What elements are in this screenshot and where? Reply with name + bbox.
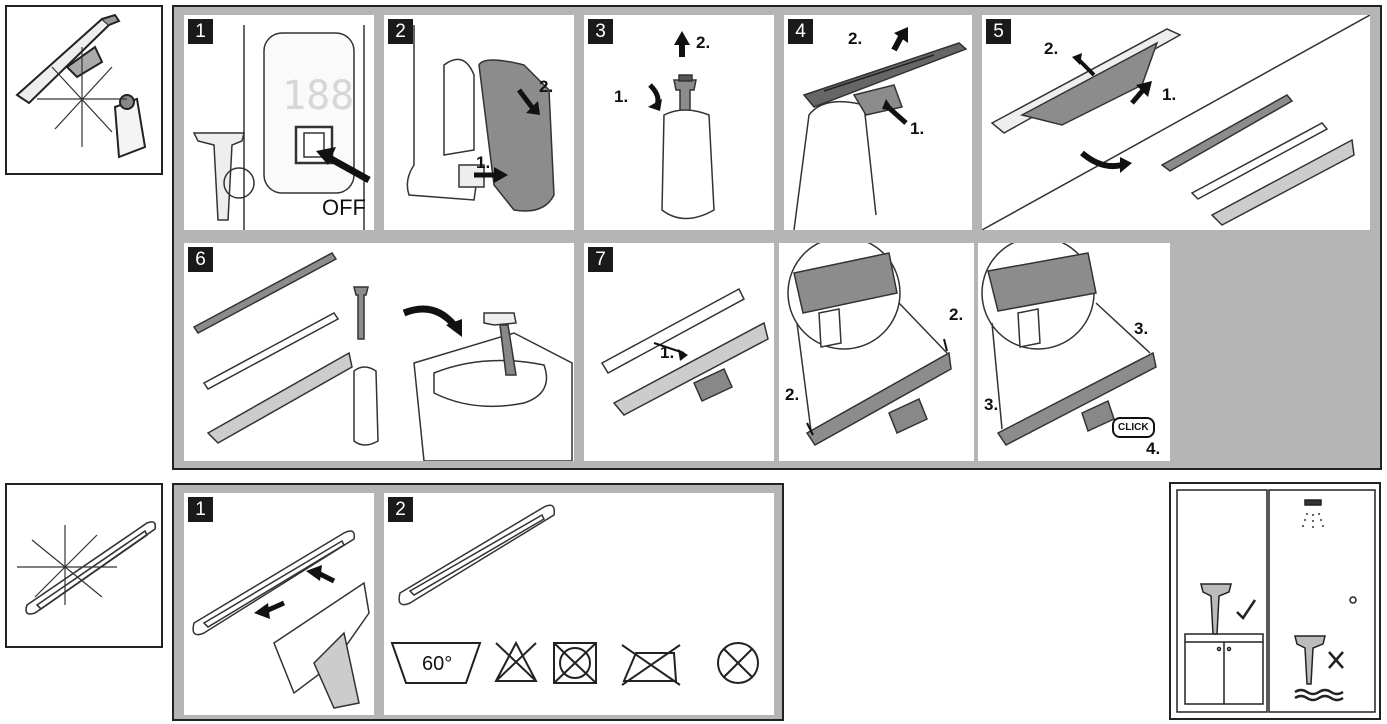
step-4-panel: 4 1. 2. bbox=[784, 15, 972, 230]
step-label-1: 1. bbox=[910, 119, 925, 138]
step-number: 5 bbox=[986, 19, 1011, 44]
no-dry-clean-icon bbox=[717, 642, 759, 684]
step-7b-panel: 2. 2. bbox=[779, 243, 974, 461]
step-number: 6 bbox=[188, 247, 213, 272]
step-3-panel: 3 1. 2. bbox=[584, 15, 774, 230]
step-label-2a: 2. bbox=[785, 385, 800, 404]
no-bleach-icon bbox=[494, 640, 538, 682]
step-label-1: 1. bbox=[614, 87, 629, 106]
step-label-3b: 3. bbox=[1134, 319, 1149, 338]
pad-step-2-panel: 2 60° bbox=[384, 493, 774, 715]
step-number: 2 bbox=[388, 497, 413, 522]
step-label-2b: 2. bbox=[949, 305, 964, 324]
off-label: OFF bbox=[322, 195, 366, 220]
wash-60-icon bbox=[390, 642, 482, 684]
step-5-panel: 5 1. 2. bbox=[982, 15, 1370, 230]
wash-temperature: 60° bbox=[422, 653, 453, 675]
step-7c-panel: 3. 3. CLICK 4. bbox=[978, 243, 1170, 461]
no-iron-icon bbox=[621, 644, 681, 686]
step-label-3a: 3. bbox=[984, 395, 999, 414]
step-number: 3 bbox=[588, 19, 613, 44]
step-number: 1 bbox=[188, 19, 213, 44]
step-number: 7 bbox=[588, 247, 613, 272]
step-label-1: 1. bbox=[476, 153, 491, 172]
step-label-2: 2. bbox=[539, 77, 554, 96]
step-label-1: 1. bbox=[660, 343, 675, 362]
step-label-2: 2. bbox=[848, 29, 863, 48]
step-number: 4 bbox=[788, 19, 813, 44]
disassembly-icon bbox=[15, 13, 147, 159]
pad-icon-box bbox=[5, 483, 163, 648]
step-6-panel: 6 bbox=[184, 243, 574, 461]
step-label-2: 2. bbox=[696, 33, 711, 52]
click-badge: CLICK bbox=[1112, 417, 1155, 438]
step-2-panel: 2 1. 2. bbox=[384, 15, 574, 230]
step-number: 2 bbox=[388, 19, 413, 44]
pad-step-1-panel: 1 bbox=[184, 493, 374, 715]
no-tumble-dry-icon bbox=[553, 642, 597, 684]
cleaning-steps-group: 188 1 OFF 2 1. 2. bbox=[172, 5, 1382, 470]
step-1-panel: 188 1 OFF bbox=[184, 15, 374, 230]
pad-care-group: 1 bbox=[172, 483, 784, 721]
storage-icon-box bbox=[1169, 482, 1381, 720]
step-label-2: 2. bbox=[1044, 39, 1059, 58]
step-label-4: 4. bbox=[1146, 439, 1161, 458]
step-number: 1 bbox=[188, 497, 213, 522]
storage-icon bbox=[1176, 489, 1376, 713]
step-7-panel: 7 1. bbox=[584, 243, 774, 461]
step-label-1: 1. bbox=[1162, 85, 1177, 104]
disassembly-icon-box bbox=[5, 5, 163, 175]
display-readout: 188 bbox=[282, 73, 355, 119]
pad-icon bbox=[17, 521, 157, 615]
